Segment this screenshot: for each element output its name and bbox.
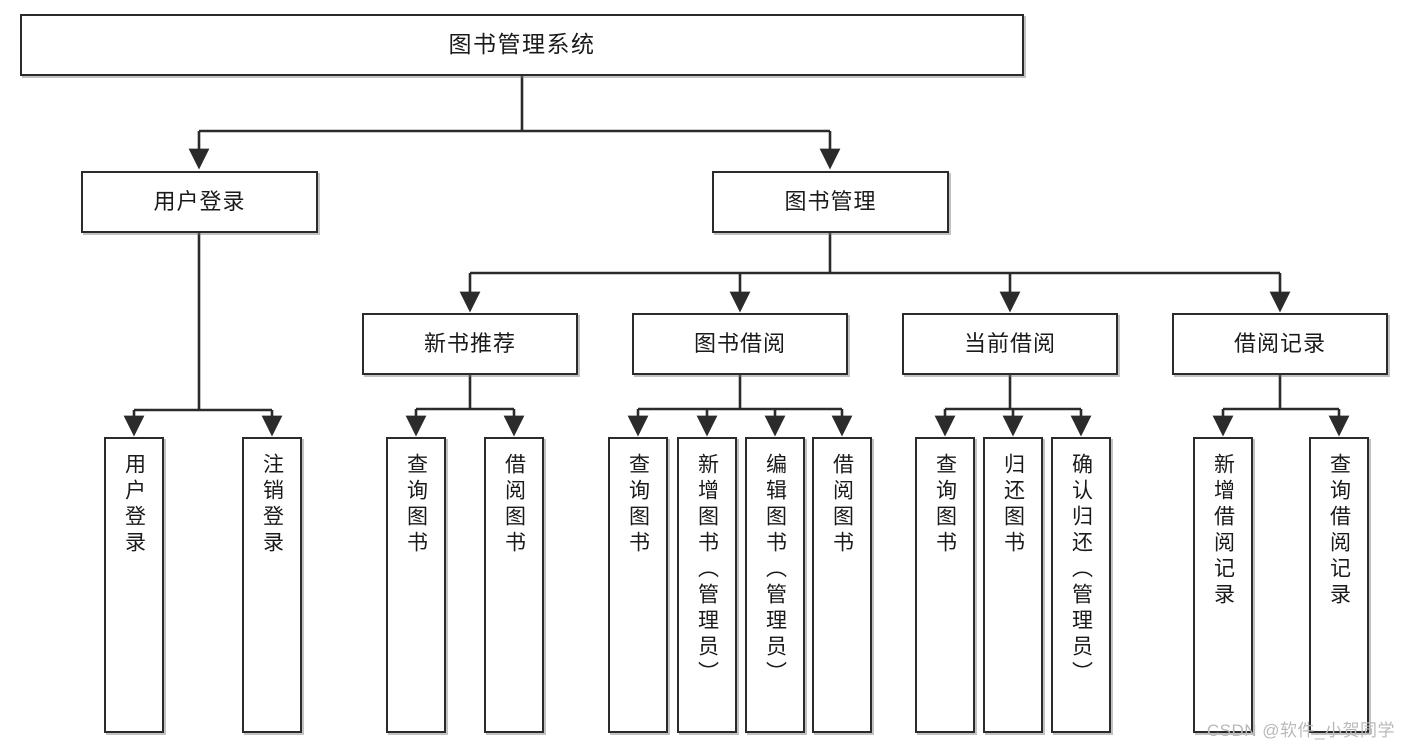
leaf-user-login-logout[interactable]: 注销登录	[242, 437, 302, 733]
leaf-book-borrow-borrow[interactable]: 借阅图书	[812, 437, 872, 733]
leaf-new-book-borrow[interactable]: 借阅图书	[484, 437, 544, 733]
node-book-borrow[interactable]: 图书借阅	[632, 313, 848, 375]
node-label: 图书借阅	[693, 331, 786, 357]
leaf-current-borrow-query[interactable]: 查询图书	[915, 437, 975, 733]
node-label: 新书推荐	[423, 331, 516, 357]
node-label: 借阅记录	[1233, 331, 1326, 357]
node-label: 当前借阅	[963, 331, 1056, 357]
leaf-book-borrow-edit[interactable]: 编辑图书（管理员）	[745, 437, 805, 733]
node-book-management[interactable]: 图书管理	[712, 171, 949, 233]
leaf-book-borrow-add[interactable]: 新增图书（管理员）	[677, 437, 737, 733]
node-label: 用户登录	[122, 453, 146, 557]
leaf-borrow-record-add[interactable]: 新增借阅记录	[1193, 437, 1253, 733]
node-label: 查询图书	[626, 453, 650, 557]
node-label: 新增借阅记录	[1211, 453, 1235, 609]
node-label: 查询图书	[933, 453, 957, 557]
node-label: 借阅图书	[502, 453, 526, 557]
node-label: 图书管理	[784, 189, 877, 215]
node-label: 用户登录	[153, 189, 246, 215]
node-label: 新增图书（管理员）	[695, 453, 719, 687]
leaf-book-borrow-query[interactable]: 查询图书	[608, 437, 668, 733]
node-label: 编辑图书（管理员）	[763, 453, 787, 687]
node-label: 注销登录	[260, 453, 284, 557]
node-new-book-recommend[interactable]: 新书推荐	[362, 313, 578, 375]
watermark: CSDN @软件_小贺同学	[1206, 721, 1395, 740]
node-label: 归还图书	[1001, 453, 1025, 557]
leaf-user-login-login[interactable]: 用户登录	[104, 437, 164, 733]
leaf-borrow-record-query[interactable]: 查询借阅记录	[1309, 437, 1369, 733]
node-label: 借阅图书	[830, 453, 854, 557]
leaf-current-borrow-confirm-return[interactable]: 确认归还（管理员）	[1051, 437, 1111, 733]
node-root-system[interactable]: 图书管理系统	[20, 14, 1024, 76]
node-label: 图书管理系统	[448, 31, 596, 58]
node-borrow-record[interactable]: 借阅记录	[1172, 313, 1388, 375]
node-label: 查询图书	[404, 453, 428, 557]
node-label: 查询借阅记录	[1327, 453, 1351, 609]
node-label: 确认归还（管理员）	[1069, 453, 1093, 687]
node-current-borrow[interactable]: 当前借阅	[902, 313, 1118, 375]
node-user-login[interactable]: 用户登录	[81, 171, 318, 233]
leaf-new-book-query[interactable]: 查询图书	[386, 437, 446, 733]
leaf-current-borrow-return[interactable]: 归还图书	[983, 437, 1043, 733]
